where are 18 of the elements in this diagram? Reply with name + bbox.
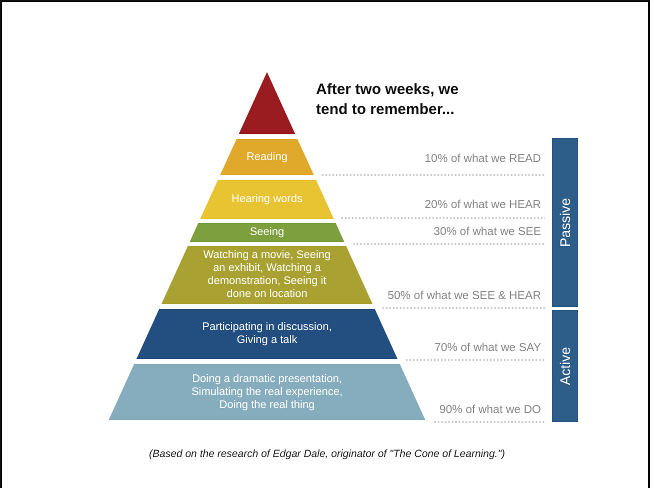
band-label: Participating in discussion, Giving a talk [201, 321, 333, 347]
percent-label: 30% of what we SEE [434, 226, 541, 238]
band-label: Doing a dramatic presentation, Simulating the real experience, Doing the real thing [190, 372, 344, 412]
band-label: Reading [246, 150, 288, 164]
category-bar [552, 138, 578, 307]
category-bar [552, 310, 578, 422]
percent-label: 20% of what we HEAR [424, 199, 541, 211]
category-label: Passive [557, 198, 573, 248]
percent-label: 10% of what we READ [424, 153, 541, 165]
band-label: Hearing words [232, 193, 302, 206]
percent-label: 70% of what we SAY [434, 342, 541, 354]
category-label: Active [557, 346, 573, 386]
caption: (Based on the research of Edgar Dale, originator of "The Cone of Learning.") [148, 448, 506, 460]
percent-label: 90% of what we DO [439, 404, 541, 416]
band-label: Seeing [250, 226, 284, 239]
heading: After two weeks, we tend to remember... [316, 80, 460, 120]
band-label: Watching a movie, Seeing an exhibit, Watching a demonstration, Seeing it done on location [202, 249, 332, 301]
percent-label: 50% of what we SEE & HEAR [388, 290, 541, 302]
